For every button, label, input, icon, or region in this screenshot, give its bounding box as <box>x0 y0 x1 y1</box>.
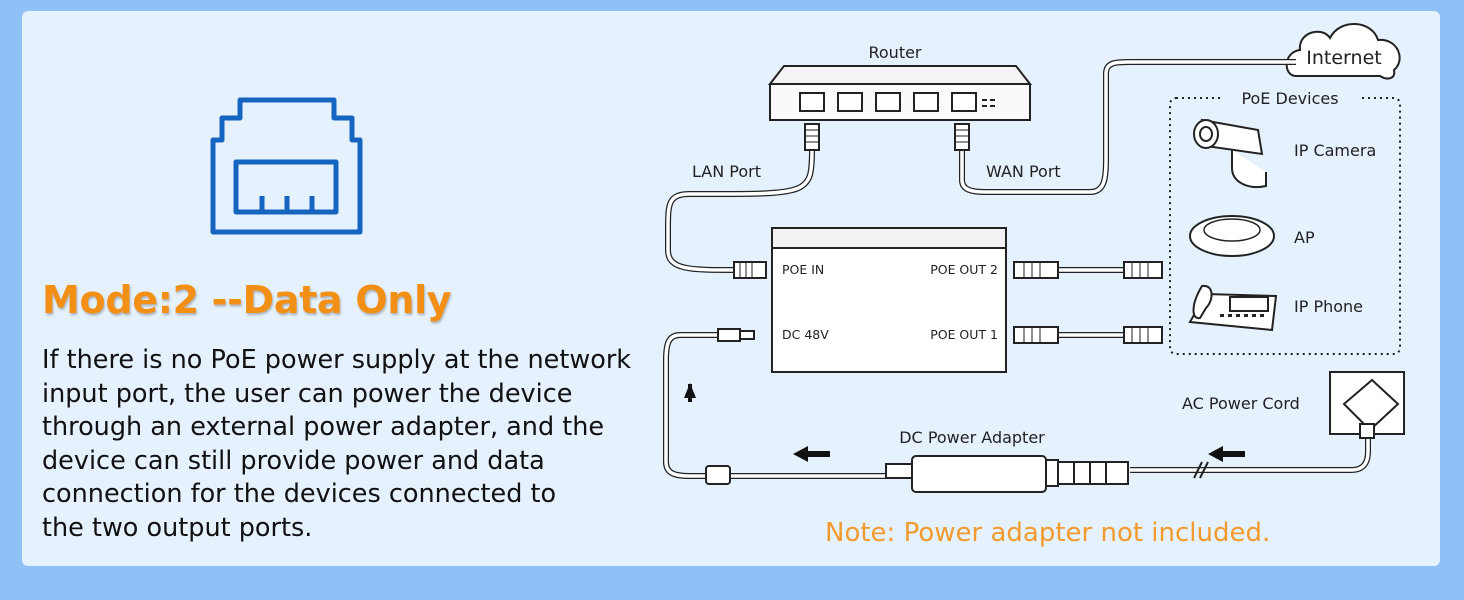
device-label-ap: AP <box>1294 228 1315 247</box>
device-label-ip-camera: IP Camera <box>1294 141 1376 160</box>
wall-outlet-icon <box>1329 371 1405 439</box>
router-label: Router <box>868 43 921 62</box>
cloud-icon <box>1285 23 1401 80</box>
poe-injector <box>771 227 1007 373</box>
ethernet-port-icon <box>210 97 363 235</box>
poe-devices-heading-bg <box>1222 86 1358 110</box>
arrow-left-icon <box>793 446 830 462</box>
description-line: the two output ports. <box>42 512 313 543</box>
router-ports-icon <box>799 92 977 112</box>
device-label-ip-phone: IP Phone <box>1294 297 1363 316</box>
poe-out-1-label: POE OUT 1 <box>930 327 998 342</box>
description-line: device can still provide power and data <box>42 445 545 476</box>
ac-power-cord-label: AC Power Cord <box>1182 394 1300 413</box>
description-line: through an external power adapter, and t… <box>42 412 605 442</box>
internet-label: Internet <box>1306 47 1381 69</box>
description-line: If there is no PoE power supply at the n… <box>42 345 632 375</box>
dc-power-adapter-label: DC Power Adapter <box>899 428 1045 447</box>
router <box>767 65 1033 121</box>
lan-port-label: LAN Port <box>692 162 761 181</box>
wan-port-label: WAN Port <box>986 162 1061 181</box>
note-text: Note: Power adapter not included. <box>825 518 1271 548</box>
rj45-plug-icon <box>804 123 970 151</box>
ip-camera-icon <box>1193 118 1267 188</box>
access-point-icon <box>1189 215 1275 257</box>
description-line: input port, the user can power the devic… <box>42 378 573 409</box>
dc-power-adapter <box>885 455 1129 493</box>
flow-arrows <box>684 383 1245 462</box>
description-line: connection for the devices connected to <box>42 479 557 509</box>
mode-title: Mode:2 --Data Only <box>42 278 452 322</box>
arrow-left-icon <box>1208 446 1245 462</box>
dc-48v-label: DC 48V <box>782 327 829 342</box>
rj45-plug-icon <box>733 261 1163 344</box>
mode-description: If there is no PoE power supply at the n… <box>42 344 662 545</box>
ip-phone-icon <box>1188 284 1278 332</box>
arrow-up-icon <box>684 383 696 402</box>
poe-in-label: POE IN <box>782 262 824 277</box>
dc-barrel-plug-icon <box>705 328 755 485</box>
poe-out-2-label: POE OUT 2 <box>930 262 998 277</box>
poe-devices-heading: PoE Devices <box>1241 89 1338 108</box>
